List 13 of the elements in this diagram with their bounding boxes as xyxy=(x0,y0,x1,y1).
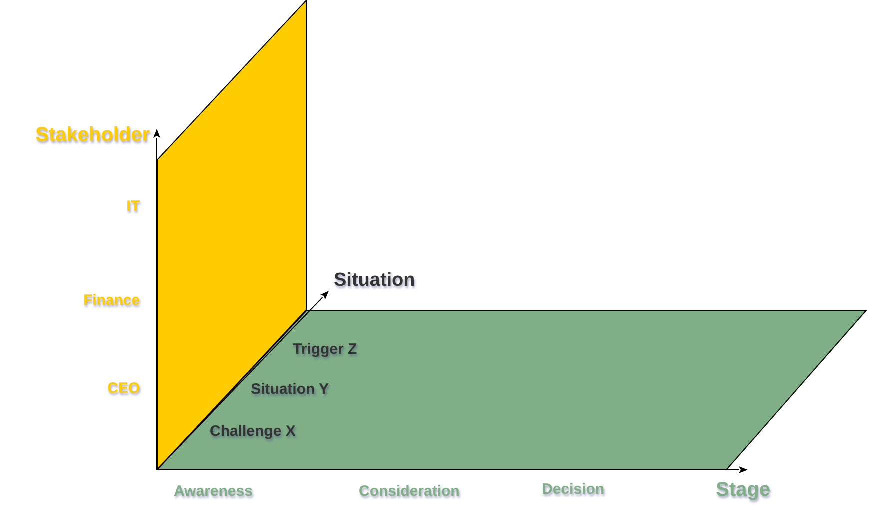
axis-tick-label: Trigger Z xyxy=(293,341,358,359)
axis-tick-label: Awareness xyxy=(174,483,253,501)
axis-title: Situation xyxy=(334,270,416,292)
axis-tick-label: Finance xyxy=(83,292,140,310)
axis-title: Stakeholder xyxy=(36,123,150,147)
axis-tick-label: CEO xyxy=(107,380,140,398)
axis-tick-label: Consideration xyxy=(359,483,460,501)
floor-plane xyxy=(157,310,867,470)
axis-title: Stage xyxy=(716,478,770,502)
axis-tick-label: Situation Y xyxy=(251,381,330,399)
axis-tick-label: Decision xyxy=(542,481,605,499)
axis-tick-label: Challenge X xyxy=(210,423,296,441)
axis-tick-label: IT xyxy=(126,198,140,216)
